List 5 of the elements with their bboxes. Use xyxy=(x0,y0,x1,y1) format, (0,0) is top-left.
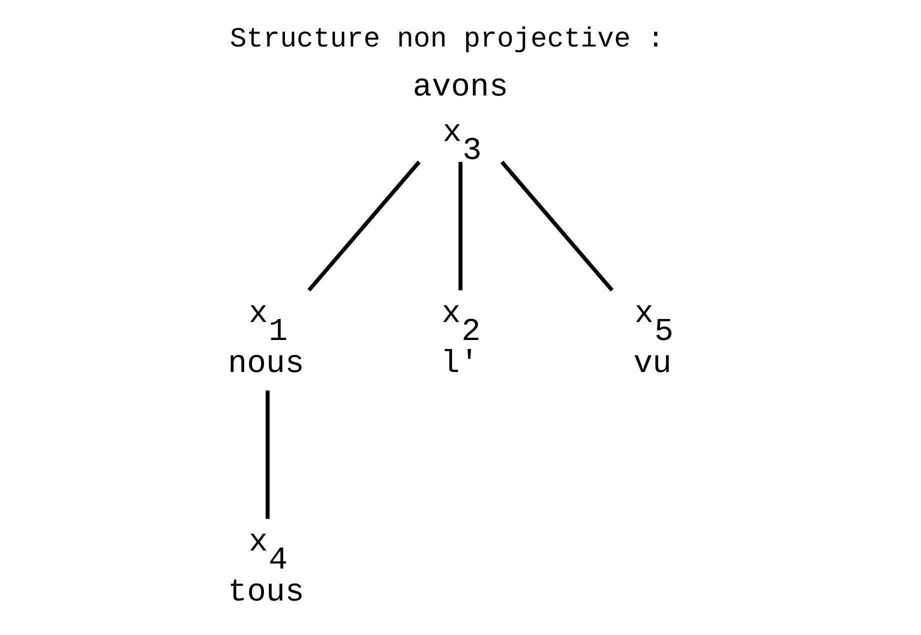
connector xyxy=(307,160,421,292)
connector xyxy=(266,390,270,519)
connector xyxy=(500,160,614,292)
connector xyxy=(458,162,462,290)
diagram-title: Structure non projective : xyxy=(230,24,664,56)
